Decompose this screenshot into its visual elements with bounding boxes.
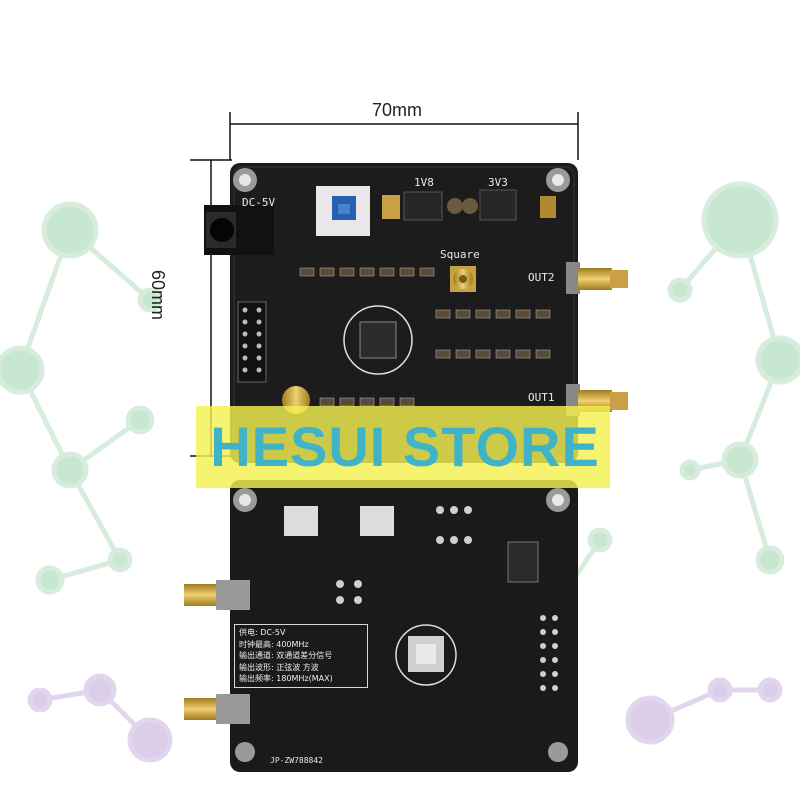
background-network: [0, 181, 800, 602]
watermark-banner: [196, 406, 610, 488]
pcb-top: [204, 163, 628, 463]
spec-line: 输出波形: 正弦波 方波: [239, 662, 319, 672]
spec-line: 供电: DC-5V: [239, 628, 286, 637]
spec-line: 输出通道: 双通道差分信号: [239, 651, 333, 660]
silk-square-label: Square: [440, 248, 480, 261]
pcb-bottom: [184, 480, 578, 772]
silk-part-number: JP-ZW788842: [270, 756, 323, 765]
background-network-purple: [27, 673, 783, 763]
width-dimension-label: 70mm: [372, 100, 423, 120]
silk-dc-label: DC-5V: [242, 196, 276, 209]
silk-out2-label: OUT2: [528, 271, 555, 284]
spec-table: 供电: DC-5V 时钟最高: 400MHz 输出通道: 双通道差分信号 输出波…: [234, 624, 368, 688]
silk-3v3-label: 3V3: [488, 176, 508, 189]
height-dimension-label: 60mm: [148, 270, 168, 321]
spec-line: 时钟最高: 400MHz: [239, 639, 309, 649]
silk-1v8-label: 1V8: [414, 176, 434, 189]
spec-line: 输出频率: 180MHz(MAX): [239, 674, 333, 683]
watermark-text: HESUI STORE: [210, 415, 600, 478]
silk-out1-label: OUT1: [528, 391, 555, 404]
